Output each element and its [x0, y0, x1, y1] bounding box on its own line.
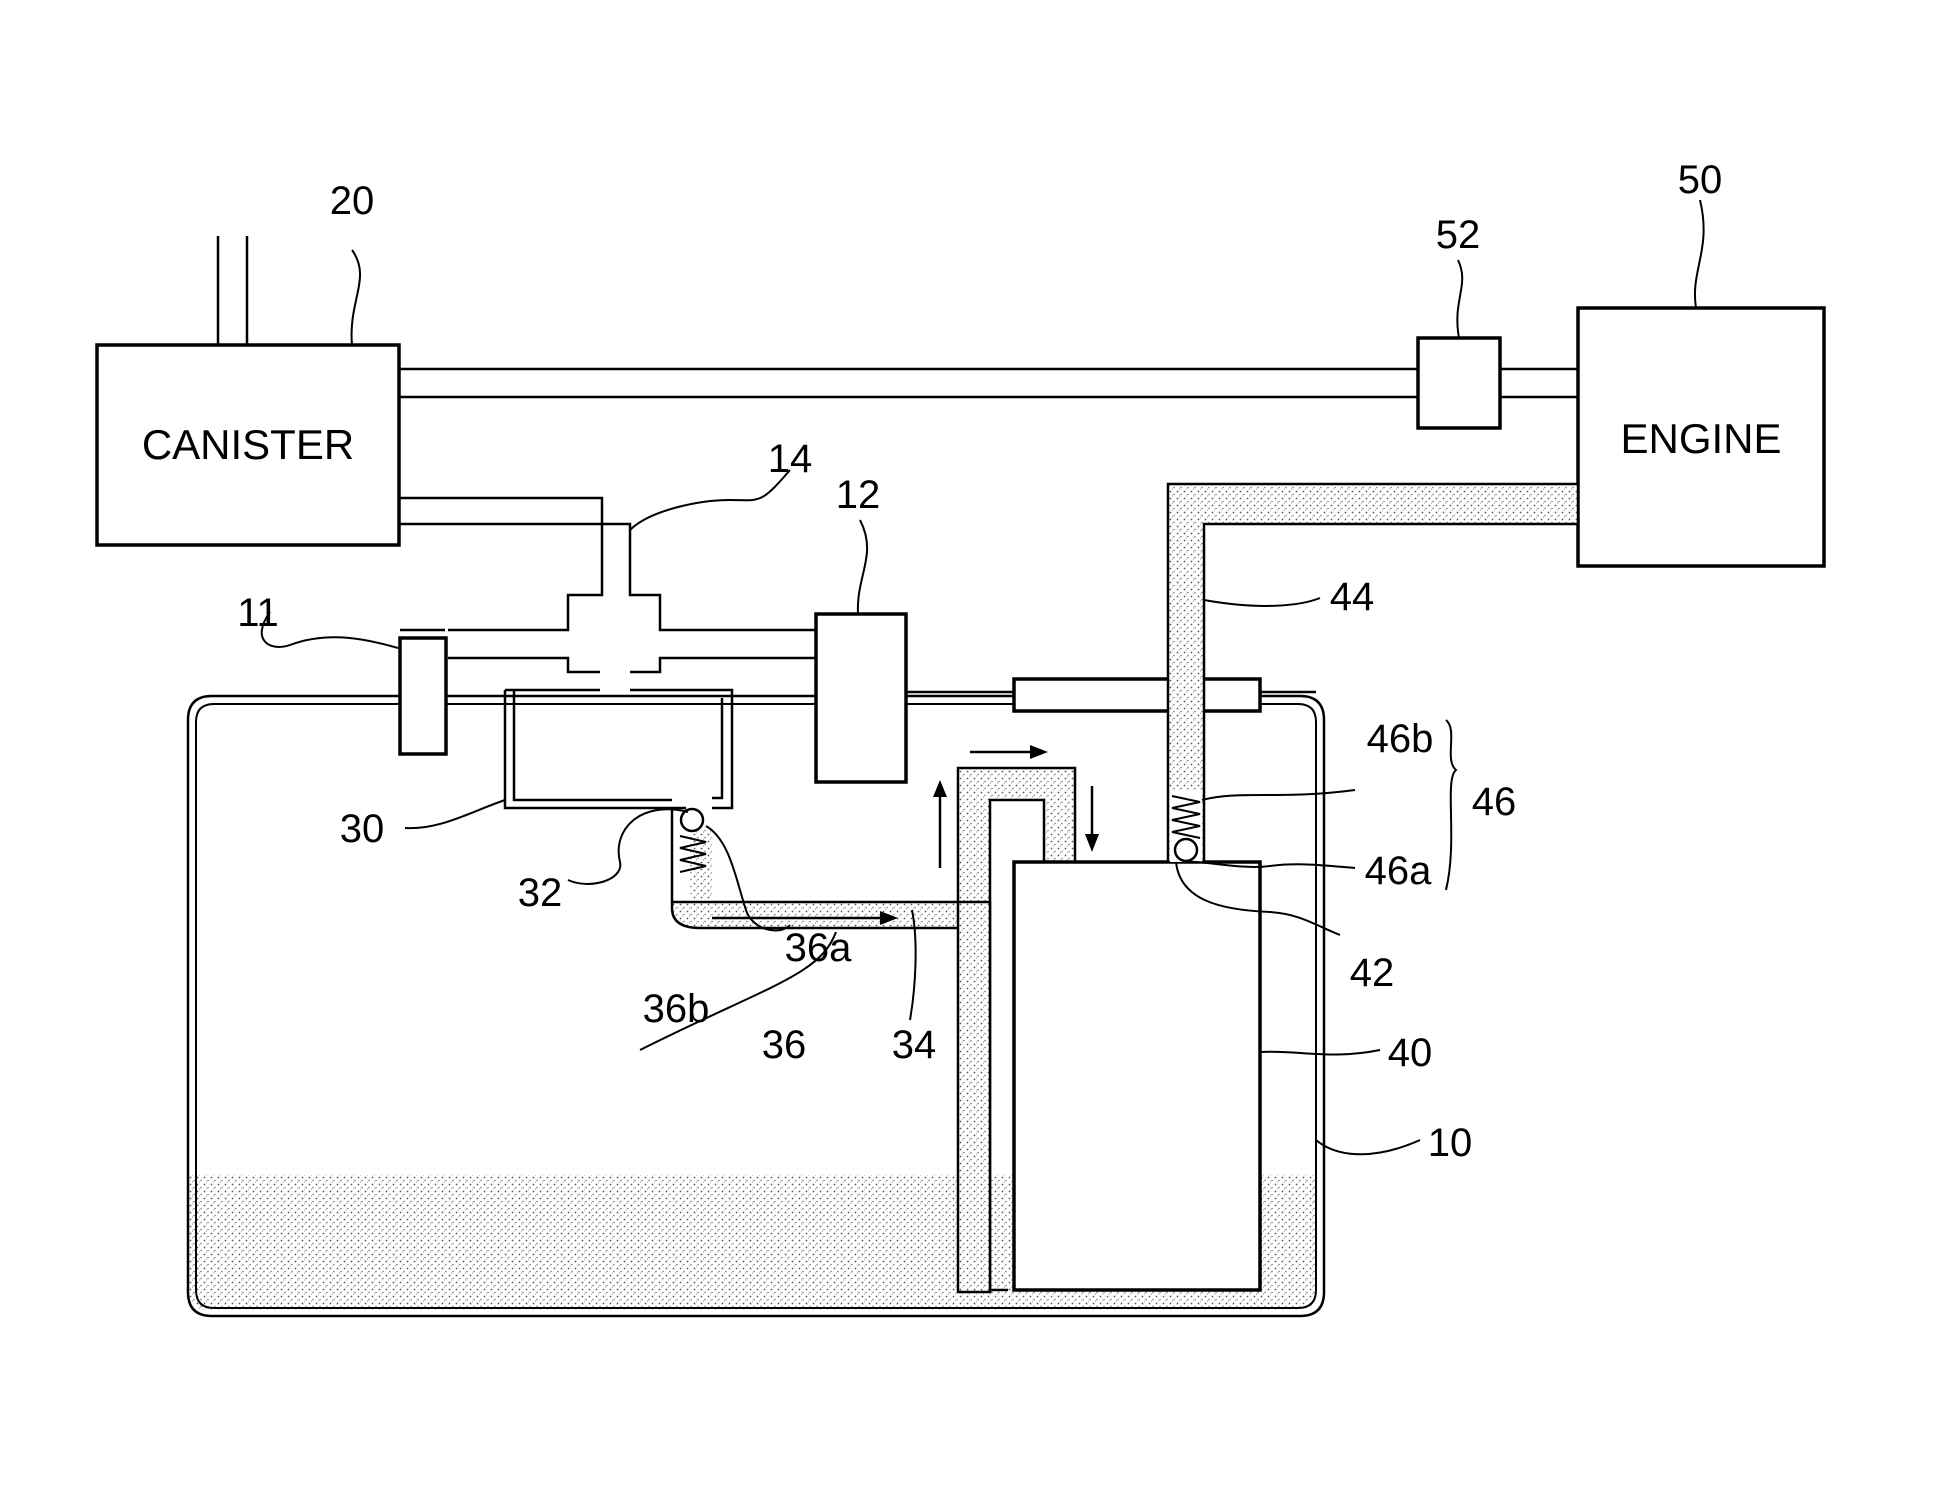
check-valve-ball — [681, 809, 703, 831]
label-fuel-pump-module: 40 — [1388, 1031, 1433, 1075]
label-pump-outlet: 42 — [1350, 951, 1395, 995]
purge-line — [399, 338, 1578, 428]
fuel-limit-valve — [816, 614, 906, 782]
vent-line — [399, 498, 818, 672]
label-chamber: 30 — [340, 807, 385, 851]
label-canister-ref: 20 — [330, 179, 375, 223]
tank-flange — [1014, 679, 1260, 711]
label-engine-ref: 50 — [1678, 158, 1723, 202]
supply-valve — [1170, 790, 1202, 862]
chamber — [505, 690, 732, 808]
label-return-line: 34 — [892, 1023, 937, 1067]
label-chamber-outlet: 32 — [518, 871, 563, 915]
label-check-valve-spring: 36b — [643, 987, 710, 1031]
engine: ENGINE — [1578, 308, 1824, 566]
label-vent-line: 14 — [768, 437, 813, 481]
return-line-lower — [958, 902, 990, 1292]
label-rollover-valve: 11 — [237, 591, 279, 635]
label-check-valve: 36 — [762, 1023, 807, 1067]
label-fuel-limit-valve: 12 — [836, 473, 881, 517]
canister-label: CANISTER — [142, 421, 354, 468]
label-check-valve-ball: 36a — [785, 926, 852, 970]
supply-line — [1168, 484, 1578, 862]
rollover-valve — [400, 638, 446, 754]
label-tank: 10 — [1428, 1121, 1473, 1165]
purge-valve — [1418, 338, 1500, 428]
label-supply-valve-ball: 46a — [1365, 849, 1432, 893]
label-supply-valve-spring: 46b — [1367, 717, 1434, 761]
label-supply-line: 44 — [1330, 575, 1375, 619]
fuel-pump-module — [1014, 862, 1260, 1290]
engine-label: ENGINE — [1620, 415, 1781, 462]
label-supply-valve: 46 — [1472, 780, 1517, 824]
label-purge-valve: 52 — [1436, 213, 1481, 257]
canister: CANISTER — [97, 236, 399, 545]
